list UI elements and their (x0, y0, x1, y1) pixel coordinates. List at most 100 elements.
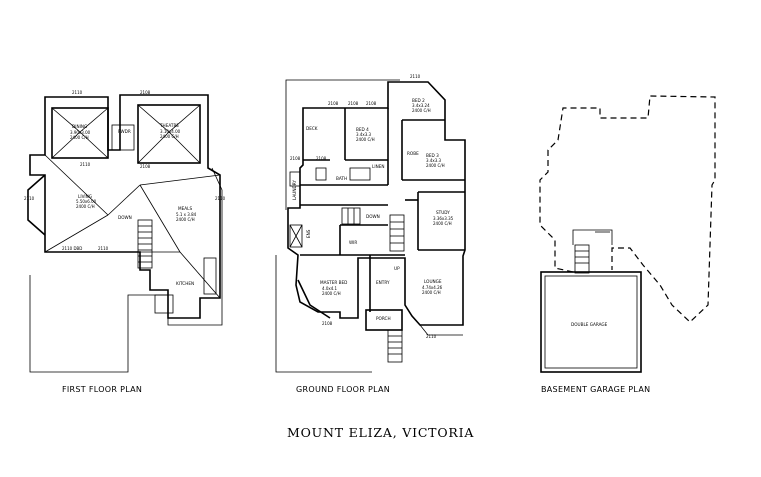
bed4-ceiling: 2400 C/H (356, 137, 375, 142)
roof-line (168, 104, 201, 133)
double-garage-inner (544, 275, 638, 369)
bed4-size: 3.4x3.3 (356, 132, 372, 137)
dim-label: 2108 (140, 164, 151, 169)
roof-line (79, 131, 109, 159)
basement-caption: BASEMENT GARAGE PLAN (541, 385, 650, 394)
deck-label: DECK (306, 126, 318, 131)
ens-shower-line (289, 224, 303, 248)
dim-label: 2110 (410, 74, 421, 79)
bed3-label: BED 3 (426, 153, 439, 158)
dining-size: 3.90x3.00 (70, 130, 91, 135)
pwdr-label: PWDR (118, 129, 131, 134)
laundry-tub (289, 171, 301, 187)
master-label: MASTER BED (320, 280, 347, 285)
basement-garage-plan: DOUBLE GARAGE BASEMENT GARAGE PLAN (539, 95, 716, 394)
living-label: LIVING (78, 194, 92, 199)
roof-line (137, 131, 170, 164)
living-ceiling: 2400 C/H (76, 204, 95, 209)
bath-label: BATH (336, 176, 347, 181)
dining-ceiling: 2400 C/H (70, 135, 89, 140)
roof-line (179, 251, 221, 299)
bed2-label: BED 2 (412, 98, 425, 103)
roof-line (168, 131, 201, 164)
powder-room (111, 124, 135, 151)
dim-label: 2108 (140, 90, 151, 95)
study-label: STUDY (436, 210, 450, 215)
dim-label: 2108 (328, 101, 339, 106)
first-floor-outline (29, 94, 221, 319)
lounge-ceiling: 2400 C/H (422, 290, 441, 295)
dim-label: 2108 (316, 156, 327, 161)
dining-room (51, 107, 109, 159)
lounge-label: LOUNGE (424, 279, 442, 284)
first-floor-caption: FIRST FLOOR PLAN (62, 385, 142, 394)
drawing-title: MOUNT ELIZA, VICTORIA (287, 425, 474, 440)
roof-line (137, 104, 170, 133)
garage-label: DOUBLE GARAGE (571, 322, 608, 327)
ground-floor-plan: DECK BED 4 3.4x3.3 2400 C/H BED 2 3.4x3.… (275, 74, 466, 394)
first-floor-bay (27, 174, 46, 236)
ground-floor-stairs (341, 207, 405, 252)
ens-shower (289, 224, 303, 248)
ens-label: ENS (306, 229, 311, 238)
dim-label: 2110 (80, 162, 91, 167)
bed3-ceiling: 2400 C/H (426, 163, 445, 168)
meals-ceiling: 2400 C/H (176, 217, 195, 222)
ground-floor-caption: GROUND FLOOR PLAN (296, 385, 390, 394)
double-garage (540, 271, 642, 373)
front-steps (387, 329, 403, 363)
wir-label: WIR (349, 240, 357, 245)
toilet (315, 167, 327, 181)
bed2-size: 3.4x3.24 (412, 103, 430, 108)
linen-label: LINEN (372, 164, 384, 169)
bed4-label: BED 4 (356, 127, 369, 132)
dim-label: 2110 (24, 196, 35, 201)
basement-dashed-outline (539, 95, 716, 323)
theatre-room (137, 104, 201, 164)
dim-label: 2110 (98, 246, 109, 251)
lounge-size: 4.74x4.26 (422, 285, 443, 290)
down-label: DOWN (366, 214, 380, 219)
first-floor-stairs (137, 219, 153, 269)
kitchen-label: KITCHEN (176, 281, 194, 286)
master-bay (297, 279, 331, 319)
basement-stairs (572, 229, 613, 274)
ground-floor-site-outline (285, 79, 400, 210)
robe-label: ROBE (407, 151, 419, 156)
dim-label: 2110 (215, 196, 226, 201)
dim-label: 2108 (322, 321, 333, 326)
meals-size: 5.1 x 3.84 (176, 212, 197, 217)
roof-line (107, 184, 141, 216)
dining-label: DINING (72, 124, 87, 129)
theatre-label: THEATRE (159, 123, 179, 128)
theatre-ceiling: 2400 C/H (160, 134, 179, 139)
roof-line (79, 107, 109, 133)
roof-line (51, 107, 81, 133)
porch-label: PORCH (376, 316, 391, 321)
dim-label: 2110 DBD (62, 246, 82, 251)
master-ceiling: 2400 C/H (322, 291, 341, 296)
dim-label: 2108 (366, 101, 377, 106)
roof-line (139, 184, 181, 253)
bed2-ceiling: 2400 C/H (412, 108, 431, 113)
living-size: 5.50x6.00 (76, 199, 97, 204)
ground-floor-site-outline (275, 255, 372, 373)
porch-box (365, 309, 403, 331)
kitchen-corner (154, 294, 174, 314)
down-label: DOWN (118, 215, 132, 220)
laundry-label: LAUNDRY (292, 180, 297, 200)
kitchen-bench (203, 257, 217, 295)
roof-line (44, 214, 109, 253)
dim-label: 2108 (290, 156, 301, 161)
lounge-bay (419, 324, 463, 336)
study-ceiling: 2400 C/H (433, 221, 452, 226)
dim-label: 2110 (72, 90, 83, 95)
theatre-size: 3.10x4.00 (160, 129, 181, 134)
master-size: 4.0x4.1 (322, 286, 338, 291)
dim-label: 2110 (426, 334, 437, 339)
meals-label: MEALS (178, 206, 192, 211)
bed3-size: 3.4x3.3 (426, 158, 442, 163)
bathtub (349, 167, 371, 181)
roof-line (44, 154, 109, 216)
